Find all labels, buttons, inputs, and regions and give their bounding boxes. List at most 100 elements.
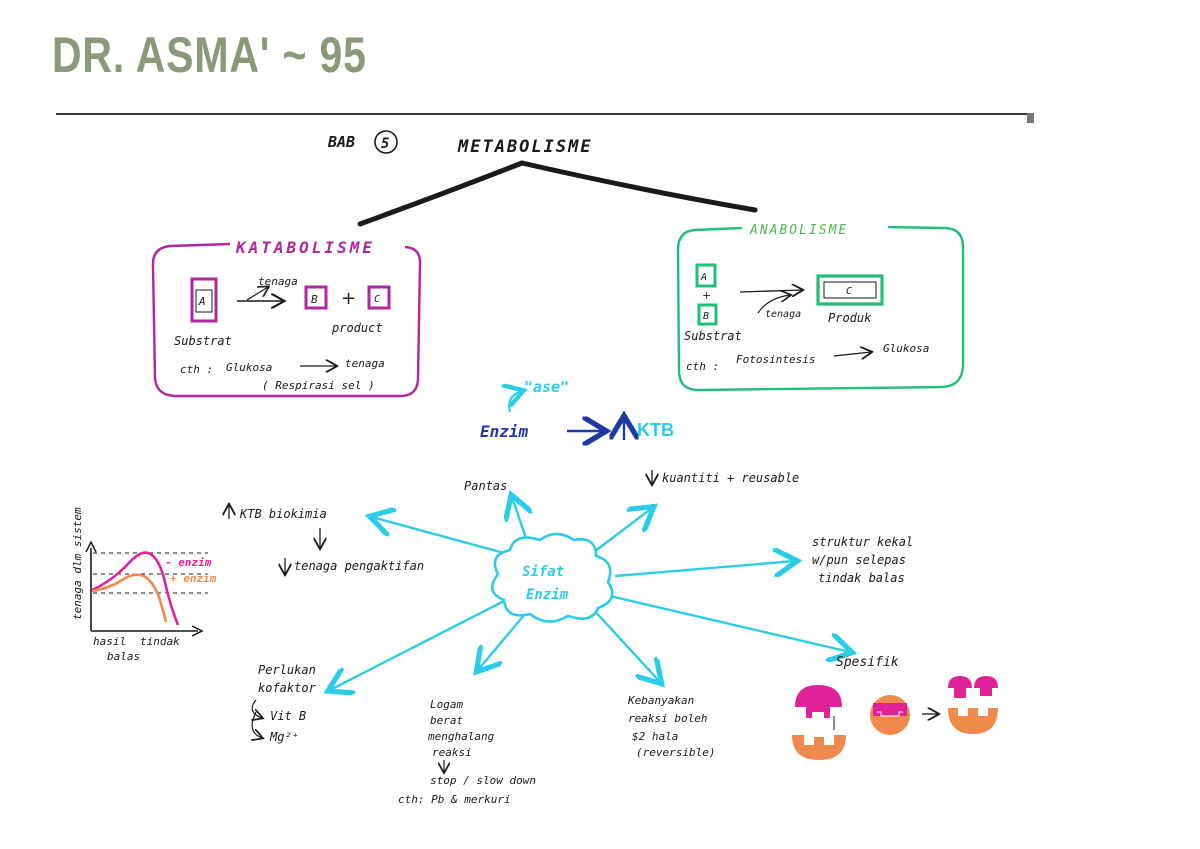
katabolisme-box-a-inner	[195, 289, 213, 313]
katabolisme-a-label: A	[198, 295, 206, 308]
branch-lines	[357, 160, 758, 227]
branch-ktb-biokimia: KTB biokimia	[239, 507, 327, 521]
bab-number: 5	[381, 136, 389, 152]
branch-perlukan-2: kofaktor	[258, 681, 317, 695]
combined-notch	[877, 711, 903, 717]
branch-logam-5: stop / slow down	[430, 774, 536, 787]
katabolisme-b-label: B	[311, 293, 318, 306]
product-piece-2	[974, 676, 998, 696]
bab-heading: BAB 5 METABOLISME	[327, 130, 593, 157]
graph-x-arrowhead	[191, 625, 204, 637]
branch-struktur-1: struktur kekal	[812, 535, 913, 549]
center-cloud	[490, 532, 614, 623]
spoke-struktur	[614, 561, 795, 578]
katabolisme-tenaga-arrow	[246, 287, 268, 301]
katabolisme-plus: +	[341, 288, 356, 309]
bab-circle	[374, 130, 398, 154]
katabolisme-substrat: Substrat	[174, 334, 232, 348]
branch-logam-4: reaksi	[432, 746, 472, 759]
legend-minus-enzim: - enzim	[165, 556, 212, 569]
anabolisme-c-label: C	[846, 286, 852, 297]
spoke-kuantiti	[589, 508, 652, 556]
enzyme-cap-1	[795, 685, 842, 707]
branch-logam-2: berat	[430, 714, 463, 727]
product-piece-1	[948, 676, 972, 698]
branch-struktur-3: tindak balas	[818, 571, 905, 585]
anabolisme-border	[676, 225, 965, 392]
branch-kebanyakan-2: reaksi boleh	[628, 712, 707, 725]
graph-y-arrowhead	[85, 540, 97, 553]
katabolisme-panel: KATABOLISME A tenaga B + C Substrat prod…	[151, 238, 422, 398]
center-sifat: Sifat	[522, 564, 564, 580]
legend-plus-enzim: + enzim	[170, 572, 217, 585]
spoke-logam	[478, 607, 531, 670]
branch-pantas: Pantas	[464, 479, 507, 493]
katabolisme-respirasi: ( Respirasi sel )	[262, 379, 375, 392]
branch-perlukan-1: Perlukan	[258, 663, 316, 677]
energy-graph: - enzim + enzim tenaga dlm sistem hasil …	[71, 507, 217, 663]
spoke-ktb	[372, 517, 516, 558]
graph-y-label: tenaga dlm sistem	[71, 507, 84, 620]
metabolisme-title: METABOLISME	[457, 137, 593, 157]
ktb-label: KTB	[637, 420, 674, 440]
anabolisme-box-a	[695, 263, 717, 288]
enzim-ktb-line: "ase" Enzim KTB	[480, 378, 674, 441]
anabolisme-plus: +	[702, 289, 711, 302]
vit-arrow	[252, 699, 262, 718]
anabolisme-tenaga-arrow	[757, 295, 790, 314]
enzim-label: Enzim	[480, 422, 529, 441]
branch-logam-1: Logam	[430, 698, 463, 711]
sifat-enzim-mindmap: Sifat Enzim KTB biokimia tenaga pengakti…	[229, 470, 913, 806]
anabolisme-substrat: Substrat	[684, 329, 742, 343]
enzyme-bowl-free	[948, 708, 998, 734]
graph-x-label-balas: balas	[107, 650, 140, 663]
katabolisme-box-a	[190, 277, 218, 323]
anabolisme-box-b	[697, 303, 718, 326]
katabolisme-box-b	[304, 285, 328, 310]
branch-logam-6: cth: Pb & merkuri	[398, 793, 511, 806]
spoke-spesifik	[609, 594, 850, 652]
branch-vit-b: Vit B	[270, 709, 306, 723]
mg-arrow	[252, 711, 262, 738]
center-enzim: Enzim	[526, 587, 569, 603]
curve-minus-enzim	[91, 551, 180, 626]
graph-x-label-hasil: hasil	[93, 635, 126, 648]
katabolisme-cth: cth :	[180, 363, 213, 376]
page-title: DR. ASMA' ~ 95	[52, 27, 367, 83]
spoke-kebanyakan	[591, 607, 660, 682]
branch-kebanyakan-1: Kebanyakan	[627, 694, 694, 707]
anabolisme-cth: cth :	[686, 360, 719, 373]
branch-kebanyakan-3: $2 hala	[632, 730, 678, 743]
branch-spesifik: Spesifik	[836, 655, 899, 670]
substrate-combined	[873, 703, 907, 716]
enzyme-bowl-1	[792, 735, 846, 760]
curve-plus-enzim	[91, 573, 168, 623]
divider-line	[56, 113, 1034, 115]
katabolisme-c-label: C	[374, 294, 380, 305]
branch-mg: Mg²⁺	[269, 730, 299, 744]
anabolisme-fotosintesis: Fotosintesis	[736, 353, 815, 366]
substrate-key-1	[806, 707, 830, 718]
graph-x-label-tindak: tindak	[140, 635, 180, 648]
anabolisme-b-label: B	[703, 311, 709, 322]
anabolisme-panel: ANABOLISME A + B tenaga C Substrat Produ…	[676, 223, 965, 392]
anabolisme-title: ANABOLISME	[749, 223, 848, 238]
branch-kuantiti: kuantiti + reusable	[662, 471, 799, 485]
katabolisme-border	[151, 242, 422, 398]
lock-key-sketch	[792, 676, 998, 760]
anabolisme-box-c-inner	[823, 281, 877, 299]
katabolisme-tenaga: tenaga	[258, 275, 298, 288]
anabolisme-box-c	[816, 274, 884, 306]
katabolisme-product: product	[331, 321, 383, 335]
katabolisme-example-tenaga: tenaga	[345, 357, 385, 370]
katabolisme-box-c	[367, 285, 391, 310]
anabolisme-a-label: A	[700, 272, 707, 283]
branch-logam-3: menghalang	[427, 730, 495, 743]
anabolisme-example-arrow	[833, 352, 871, 356]
anabolisme-glukosa: Glukosa	[883, 342, 929, 355]
branch-kebanyakan-4: (reversible)	[636, 746, 715, 759]
anabolisme-tenaga: tenaga	[765, 309, 801, 320]
katabolisme-title: KATABOLISME	[235, 238, 375, 257]
katabolisme-glukosa: Glukosa	[226, 361, 272, 374]
